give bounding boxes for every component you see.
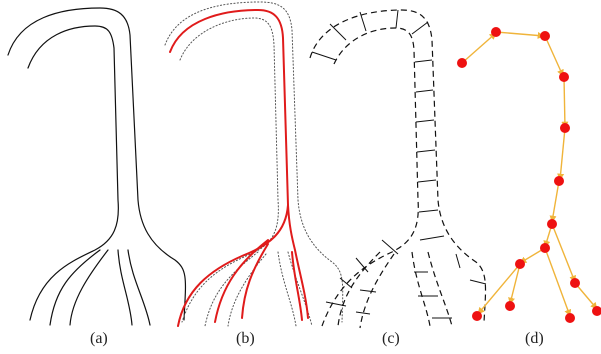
graph-edges [462, 32, 597, 316]
segmented-vessel [310, 10, 486, 328]
vessel-outline [8, 8, 185, 325]
graph-node [554, 176, 564, 186]
graph-edge [552, 224, 575, 282]
graph-node [547, 219, 557, 229]
graph-nodes [457, 27, 601, 323]
graph-edge [560, 128, 565, 180]
graph-node [491, 27, 501, 37]
panel-a-label: (a) [90, 330, 108, 347]
graph-node [559, 72, 569, 82]
panel-d-label: (d) [525, 330, 544, 347]
panel-c-label: (c) [382, 330, 400, 347]
segment-rungs [312, 10, 486, 318]
graph-node [540, 31, 550, 41]
graph-node [592, 306, 601, 316]
graph-node [472, 311, 482, 321]
graph-node [570, 278, 580, 288]
panel-b-label: (b) [236, 330, 255, 347]
graph-node [457, 58, 467, 68]
graph-edge [575, 283, 597, 309]
panel-d: (d) [457, 27, 601, 347]
graph-node [560, 123, 570, 133]
graph-edge [552, 181, 559, 222]
graph-edge [462, 33, 496, 63]
graph-node [565, 313, 575, 323]
graph-node [505, 301, 515, 311]
graph-node [540, 243, 550, 253]
graph-edge [545, 36, 563, 76]
graph-edge [496, 32, 544, 36]
panel-a: (a) [8, 8, 185, 347]
centerline [170, 10, 308, 326]
dotted-boundary [165, 2, 343, 326]
graph-node [515, 259, 525, 269]
graph-edge [564, 77, 565, 128]
